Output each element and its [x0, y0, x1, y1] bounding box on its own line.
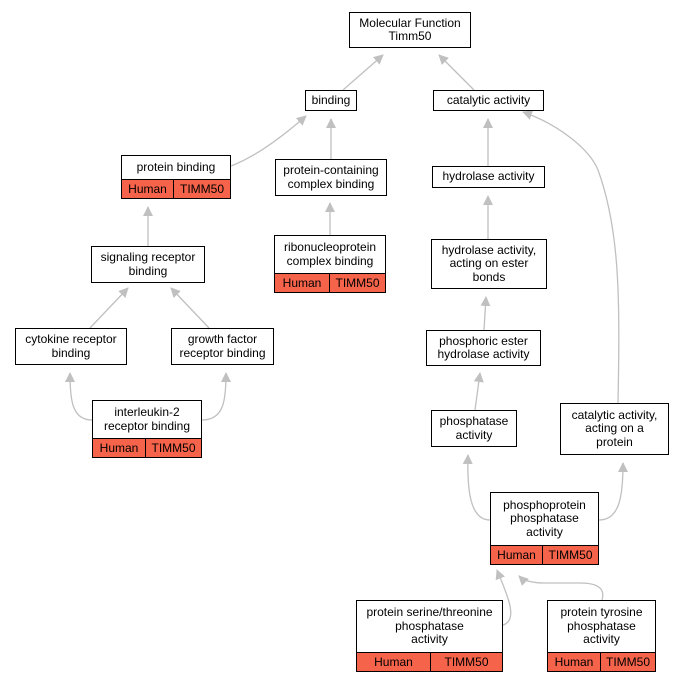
- edge-protein-binding-to-binding: [230, 115, 307, 167]
- node-label: growth factor receptor binding: [179, 332, 266, 360]
- node-label: protein-containing complex binding: [283, 163, 379, 191]
- node-label: Molecular Function Timm50: [359, 15, 461, 43]
- node-cytokine[interactable]: cytokine receptor binding: [15, 328, 127, 365]
- annotation-gene: TIMM50: [600, 653, 655, 671]
- node-label: hydrolase activity: [442, 169, 535, 184]
- node-serthr[interactable]: protein serine/threonine phosphatase act…: [356, 600, 503, 672]
- edge-cat-protein-to-catalytic: [522, 110, 620, 404]
- node-label: catalytic activity, acting on a protein: [571, 407, 658, 449]
- annotation-species: Human: [357, 653, 430, 671]
- edge-binding-to-mf: [342, 54, 384, 91]
- node-binding[interactable]: binding: [305, 90, 357, 111]
- annotation-species: Human: [122, 180, 174, 198]
- annotation-gene: TIMM50: [173, 180, 230, 198]
- node-label: phosphatase activity: [439, 414, 509, 442]
- node-label: signaling receptor binding: [100, 250, 196, 278]
- edge-ppa-to-cat-protein: [598, 462, 628, 521]
- node-label: cytokine receptor binding: [25, 332, 117, 360]
- node-gfrb[interactable]: growth factor receptor binding: [171, 328, 274, 365]
- edge-phosphatase-to-phos-ester: [473, 372, 484, 411]
- edge-catalytic-to-mf: [438, 54, 475, 91]
- node-srb[interactable]: signaling receptor binding: [91, 246, 205, 283]
- edge-ppa-to-phosphatase: [462, 454, 491, 521]
- annotation-gene: TIMM50: [329, 274, 385, 292]
- edge-tyr-to-ppa: [518, 575, 604, 601]
- node-label: protein serine/threonine phosphatase act…: [366, 605, 493, 647]
- node-hydrolase-ester[interactable]: hydrolase activity, acting on ester bond…: [431, 239, 547, 289]
- edge-serthr-to-ppa: [495, 569, 512, 626]
- edge-il2-to-gfrb: [201, 372, 231, 421]
- node-label: protein binding: [136, 159, 216, 174]
- annotation-species: Human: [491, 546, 543, 564]
- node-label: binding: [311, 92, 351, 107]
- node-phosphatase[interactable]: phosphatase activity: [431, 410, 517, 447]
- annotation-species: Human: [93, 439, 146, 457]
- node-label: ribonucleoprotein complex binding: [283, 240, 377, 268]
- edge-gfrb-to-srb: [170, 287, 210, 329]
- annotation-species: Human: [275, 274, 330, 292]
- node-label: protein tyrosine phosphatase activity: [560, 605, 643, 647]
- node-label: phosphoprotein phosphatase activity: [503, 497, 586, 539]
- annotation-gene: TIMM50: [145, 439, 201, 457]
- edge-phos-ester-to-hydrolase-ester: [480, 296, 491, 331]
- node-catalytic[interactable]: catalytic activity: [433, 90, 544, 111]
- node-label: interleukin-2 receptor binding: [103, 405, 191, 433]
- node-label: phosphoric ester hydrolase activity: [437, 333, 530, 361]
- node-pcb[interactable]: protein-containing complex binding: [275, 159, 387, 196]
- annotation-gene: TIMM50: [542, 546, 598, 564]
- node-phos-ester[interactable]: phosphoric ester hydrolase activity: [426, 330, 541, 366]
- annotation-gene: TIMM50: [429, 653, 502, 671]
- edge-il2-to-cytokine: [65, 372, 93, 421]
- node-cat-protein[interactable]: catalytic activity, acting on a protein: [560, 403, 669, 455]
- node-mf[interactable]: Molecular Function Timm50: [349, 12, 471, 48]
- node-label: hydrolase activity, acting on ester bond…: [441, 242, 537, 284]
- node-label: catalytic activity: [446, 92, 531, 107]
- edge-cytokine-to-srb: [89, 287, 129, 329]
- node-hydrolase[interactable]: hydrolase activity: [432, 166, 545, 188]
- annotation-species: Human: [548, 653, 601, 671]
